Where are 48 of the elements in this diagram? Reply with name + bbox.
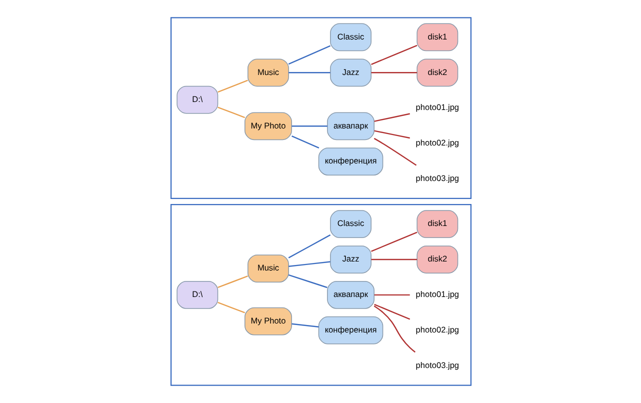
connector [374,304,410,320]
connector [217,80,248,93]
connector [373,138,416,166]
cluster [170,204,472,386]
connector [217,106,245,118]
node-box: Classic [330,23,371,52]
connector [374,294,410,296]
node-box: D:\ [176,86,218,114]
node-box: My Photo [244,112,292,140]
connector [288,234,330,258]
node-text: photo02.jpg [415,138,459,148]
node-box: disk1 [416,23,458,52]
node-box: Music [247,254,288,282]
connector [374,130,410,139]
connector [217,276,248,288]
connector [288,274,327,288]
connector [370,44,417,65]
node-box: аквапарк [326,281,374,309]
connector [370,72,417,74]
node-box: My Photo [244,307,292,336]
connector [217,302,245,314]
node-text: photo02.jpg [415,325,459,334]
connector [370,258,417,260]
node-box: disk2 [416,58,458,87]
node-text: photo03.jpg [415,360,459,370]
connector [288,261,330,267]
connector [288,72,330,74]
node-text: photo01.jpg [415,103,459,112]
node-box: аквапарк [326,112,374,140]
node-text: photo01.jpg [415,290,459,300]
node-text: photo03.jpg [415,174,459,184]
connector [373,305,416,353]
node-box: Jazz [330,246,371,274]
connector [374,113,410,122]
node-box: Classic [330,210,371,238]
node-box: D:\ [176,281,218,309]
connector [288,45,330,65]
connector [291,136,319,149]
connector [291,126,327,127]
node-box: Music [247,58,288,87]
cluster [170,17,472,200]
node-box: disk1 [416,210,458,238]
node-box: disk2 [416,246,458,274]
connector [291,323,318,328]
node-box: конференция [318,316,383,344]
node-box: конференция [318,148,383,176]
connector [370,232,417,252]
node-box: Jazz [330,58,371,87]
